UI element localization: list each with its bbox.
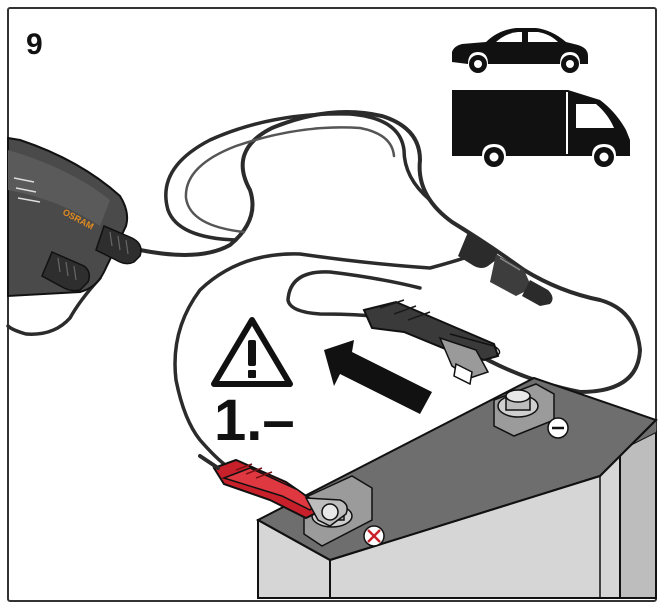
negative-terminal	[497, 389, 539, 418]
charger-cable	[6, 110, 643, 466]
step-order-label: 1.–	[214, 388, 295, 453]
black-clamp	[362, 299, 501, 386]
warning-icon	[211, 317, 293, 387]
step-number: 9	[26, 28, 43, 61]
positive-symbol	[363, 525, 385, 547]
negative-symbol	[547, 417, 569, 439]
cable-connector	[458, 232, 553, 306]
charger-unit: OSRAM	[7, 136, 142, 298]
red-clamp	[198, 454, 348, 527]
van-icon	[452, 90, 630, 167]
direction-arrow	[324, 340, 432, 414]
car-icon	[452, 28, 588, 73]
